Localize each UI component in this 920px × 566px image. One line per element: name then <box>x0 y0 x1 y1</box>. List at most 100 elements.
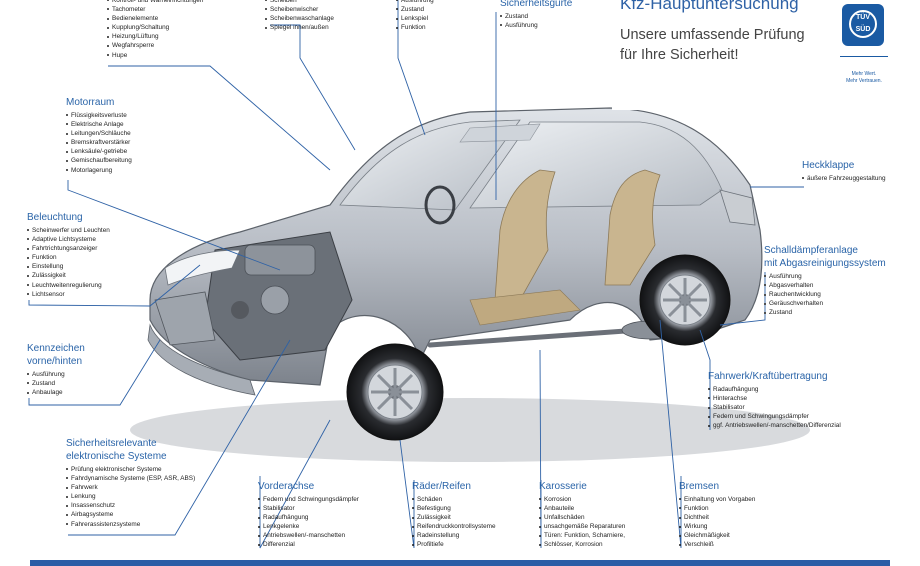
fahrwerk-title: Fahrwerk/Kraftübertragung <box>708 371 828 382</box>
leader-karosserie <box>539 349 542 549</box>
list-item: Wirkung <box>679 522 755 531</box>
list-item: Elektrische Anlage <box>66 120 132 129</box>
leader-sicherheitsrelevant <box>68 339 291 536</box>
leader-motorraum <box>67 180 281 271</box>
list-item: Radaufhängung <box>258 513 359 522</box>
vorderachse-title: Vorderachse <box>258 481 315 492</box>
list-item: Bedienelemente <box>107 14 203 23</box>
list-item: Rauchentwicklung <box>764 290 886 299</box>
leader-bremsen <box>659 319 682 549</box>
list-item: Stabilisator <box>708 403 841 412</box>
group-schalldaempfer: Schalldämpferanlage mit Abgasreinigungss… <box>764 244 886 317</box>
schalldaempfer-title-1: Schalldämpferanlage <box>764 245 858 256</box>
list-item: Hupe <box>107 51 203 60</box>
tuv-slogan-line2: Mehr Vertrauen. <box>846 77 882 84</box>
list-item: Zustand <box>764 308 886 317</box>
headline: Kfz-Hauptuntersuchung <box>620 0 799 13</box>
tuv-rule <box>840 56 888 57</box>
tuv-logo: TÜV SÜD Mehr Wert. Mehr Vertrauen. <box>836 0 892 105</box>
leader-schalldaempfer <box>719 272 766 326</box>
leader-beleuchtung <box>28 264 201 307</box>
list-item: Gleichmäßigkeit <box>679 531 755 540</box>
list-item: Stabilisator <box>258 504 359 513</box>
list-item: Gemischaufbereitung <box>66 156 132 165</box>
list-item: Türen: Funktion, Scharniere, <box>539 531 625 540</box>
sicherheitsgurte-title: Sicherheitsgurte <box>500 0 573 9</box>
list-item: Funktion <box>396 23 434 32</box>
list-item: Anbaulage <box>27 388 85 397</box>
car-shadow <box>130 398 810 462</box>
engine-pulley <box>231 301 249 319</box>
car-rear-seat <box>604 169 661 286</box>
list-item: Flüssigkeitsverluste <box>66 111 132 120</box>
sicherheitsrelevant-title-1: Sicherheitsrelevante <box>66 438 157 449</box>
list-item: Fahrtrichtungsanzeiger <box>27 244 110 253</box>
motorraum-title: Motorraum <box>66 97 115 108</box>
list-item: Unfallschäden <box>539 513 625 522</box>
car-steering-wheel <box>424 185 456 225</box>
car-wheel-spokes <box>371 278 707 416</box>
heckklappe-title: Heckklappe <box>802 160 855 171</box>
list-item: Reifendruckkontrollsysteme <box>412 522 496 531</box>
leader-raeder <box>399 439 415 549</box>
list-item: Tachometer <box>107 5 203 14</box>
list-item: Leitungen/Schläuche <box>66 129 132 138</box>
list-item: Federn und Schwingungsdämpfer <box>258 495 359 504</box>
leader-top-mid2 <box>397 0 426 136</box>
leader-fahrwerk <box>699 329 711 430</box>
list-item: Lichtsensor <box>27 290 110 299</box>
list-item: Differenzial <box>258 540 359 549</box>
list-item: Kontroll- und Warneinrichtungen <box>107 0 203 5</box>
engine-cover <box>244 244 316 276</box>
car-seat-cushion <box>469 289 581 326</box>
list-item: Anbauteile <box>539 504 625 513</box>
list-item: Funktion <box>679 504 755 513</box>
tuv-circle: TÜV SÜD <box>849 10 877 38</box>
list-item: Zustand <box>396 5 434 14</box>
list-item: Verschleiß <box>679 540 755 549</box>
list-item: Heizung/Lüftung <box>107 32 203 41</box>
list-item: Korrosion <box>539 495 625 504</box>
bottom-bar <box>30 560 890 566</box>
list-item: Funktion <box>27 253 110 262</box>
car-taillight <box>719 189 756 226</box>
list-item: Radaufhängung <box>708 385 841 394</box>
tuv-slogan-line1: Mehr Wert. <box>851 71 877 77</box>
list-item: Geräuschverhalten <box>764 299 886 308</box>
list-item: Ausführung <box>500 21 572 30</box>
list-item: Antriebswellen/-manschetten <box>258 531 359 540</box>
group-vorderachse: Vorderachse Federn und Schwingungsdämpfe… <box>258 480 359 550</box>
schalldaempfer-title-2: mit Abgasreinigungssystem <box>764 258 886 269</box>
list-item: Befestigung <box>412 504 496 513</box>
group-sicherheitsrelevant: Sicherheitsrelevante elektronische Syste… <box>66 437 195 529</box>
list-item: Scheinwerfer und Leuchten <box>27 226 110 235</box>
list-item: äußere Fahrzeuggestaltung <box>802 174 886 183</box>
list-item: Zulässigkeit <box>27 271 110 280</box>
list-item: Prüfung elektronischer Systeme <box>66 465 195 474</box>
list-item: Radeinstellung <box>412 531 496 540</box>
leader-top-left <box>108 65 331 171</box>
list-item: Lenkspiel <box>396 14 434 23</box>
list-item: Federn und Schwingungsdämpfer <box>708 412 841 421</box>
list-item: Zustand <box>27 379 85 388</box>
list-item: Fahrdynamische Systeme (ESP, ASR, ABS) <box>66 474 195 483</box>
list-item: Wegfahrsperre <box>107 41 203 50</box>
bremsen-title: Bremsen <box>679 481 720 492</box>
car-front-seat <box>494 169 556 301</box>
list-item: Fahrwerk <box>66 483 195 492</box>
list-item: Bremskraftverstärker <box>66 138 132 147</box>
